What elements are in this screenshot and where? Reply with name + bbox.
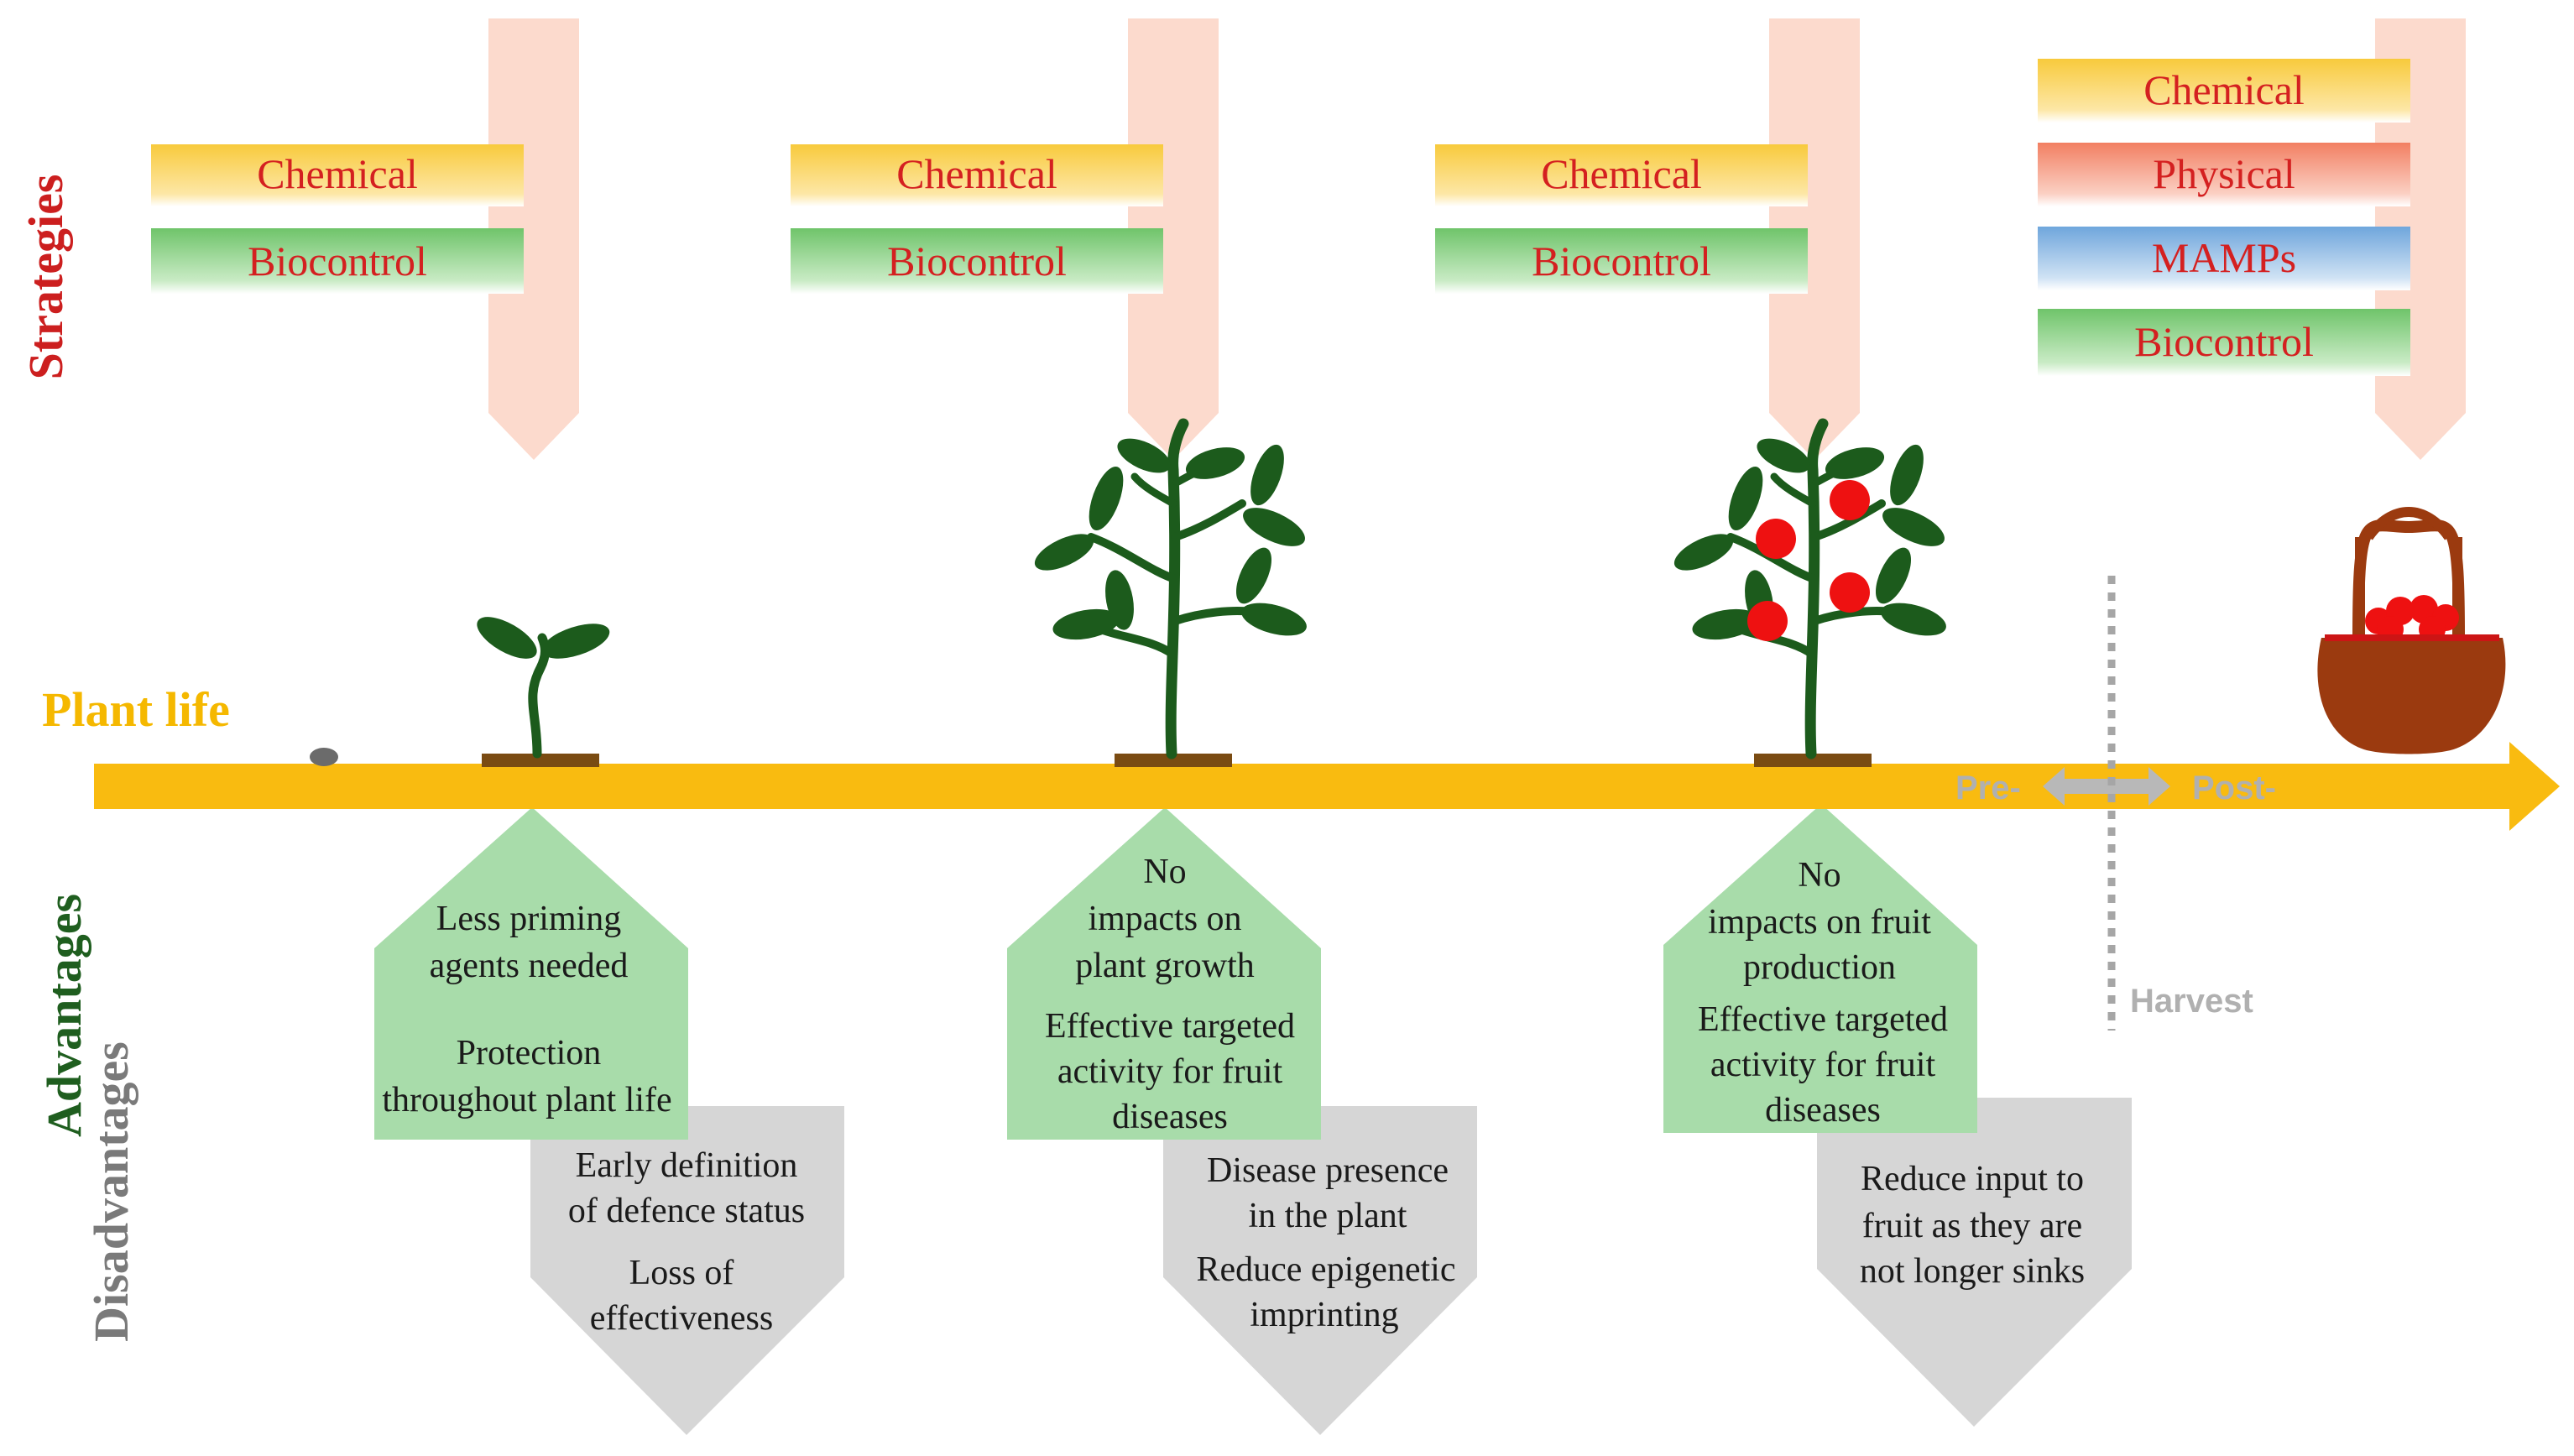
disadvantage-line: fruit as they are xyxy=(1862,1207,2082,1245)
advantage-line: impacts on xyxy=(1088,900,1241,938)
disadvantage-line: Early definition xyxy=(576,1146,798,1185)
double-arrow-icon xyxy=(2043,767,2170,806)
strategy-label: Biocontrol xyxy=(2134,318,2314,365)
strategies-fruiting: Chemical Biocontrol xyxy=(1435,144,1808,294)
advantage-line: Effective targeted xyxy=(1045,1007,1295,1046)
harvest-label: Harvest xyxy=(2130,983,2253,1020)
disadvantages-seedling-text: Early definition of defence status Loss … xyxy=(568,1146,805,1338)
strategy-label: Chemical xyxy=(257,150,418,197)
advantage-line: impacts on fruit xyxy=(1708,903,1931,942)
advantages-title: Advantages xyxy=(37,894,91,1137)
strategy-box-chemical xyxy=(791,144,1163,206)
plant-life-label: Plant life xyxy=(42,682,230,737)
disadvantage-line: Reduce epigenetic xyxy=(1196,1250,1455,1289)
advantage-line: diseases xyxy=(1765,1091,1881,1130)
advantages-vegetative-text: No impacts on plant growth Effective tar… xyxy=(1045,853,1295,1136)
young-plant-icon xyxy=(1034,418,1307,759)
disadvantages-fruiting-text: Reduce input to fruit as they are not lo… xyxy=(1860,1160,2085,1291)
advantage-line: plant growth xyxy=(1075,947,1254,985)
strategy-box-physical xyxy=(2038,143,2410,206)
soil-patch xyxy=(482,754,599,767)
advantage-line: Protection xyxy=(457,1034,602,1072)
advantage-line: agents needed xyxy=(430,947,629,985)
tomato-icon xyxy=(1830,572,1870,613)
soil-patch xyxy=(1754,754,1872,767)
fruiting-plant-icon xyxy=(1673,418,1946,759)
advantage-line: Effective targeted xyxy=(1698,1000,1948,1039)
tomato-icon xyxy=(1747,601,1788,641)
strategy-box-biocontrol xyxy=(151,228,524,294)
advantage-line: throughout plant life xyxy=(382,1081,671,1119)
advantage-line: No xyxy=(1143,853,1186,891)
disadvantages-title: Disadvantages xyxy=(84,1041,138,1342)
strategy-box-chemical xyxy=(2038,59,2410,123)
seed-icon xyxy=(310,748,338,766)
strategy-box-biocontrol xyxy=(791,228,1163,294)
disadvantage-box-fruiting xyxy=(1817,1098,2132,1427)
disadvantage-line: effectiveness xyxy=(590,1299,773,1338)
advantages-seedling-text: Less priming agents needed Protection th… xyxy=(382,900,671,1119)
strategy-box-biocontrol xyxy=(1435,228,1808,294)
pre-label: Pre- xyxy=(1955,770,2021,806)
strategy-box-chemical xyxy=(1435,144,1808,206)
disadvantage-line: of defence status xyxy=(568,1192,805,1230)
seedling-icon xyxy=(477,617,610,759)
strategy-label: Biocontrol xyxy=(248,237,427,284)
strategy-label: Chemical xyxy=(1541,150,1702,197)
strategy-box-biocontrol xyxy=(2038,309,2410,376)
disadvantage-line: Loss of xyxy=(629,1254,734,1292)
strategy-label: Chemical xyxy=(2143,66,2305,113)
tomato-icon xyxy=(1756,519,1796,559)
advantage-box-vegetative xyxy=(1007,807,1321,1140)
advantage-line: activity for fruit xyxy=(1710,1046,1936,1084)
basket-icon xyxy=(2317,507,2506,754)
advantage-line: Less priming xyxy=(436,900,621,938)
advantage-box-fruiting xyxy=(1663,804,1977,1133)
strategy-label: Physical xyxy=(2153,150,2295,197)
advantages-fruiting-text: No impacts on fruit production Effective… xyxy=(1698,856,1948,1130)
soil-patch xyxy=(1115,754,1232,767)
strategy-label: Biocontrol xyxy=(1532,237,1711,284)
strategy-box-mamps xyxy=(2038,227,2410,290)
strategies-seedling: Chemical Biocontrol xyxy=(151,144,524,294)
advantage-line: No xyxy=(1798,856,1840,895)
strategy-label: MAMPs xyxy=(2152,234,2296,281)
disadvantage-box-seedling xyxy=(530,1106,844,1435)
strategy-box-chemical xyxy=(151,144,524,206)
advantage-line: diseases xyxy=(1112,1098,1228,1136)
post-label: Post- xyxy=(2192,770,2276,806)
tomato-icon xyxy=(1830,480,1870,520)
strategy-label: Biocontrol xyxy=(887,237,1067,284)
disadvantage-line: not longer sinks xyxy=(1860,1252,2085,1291)
strategy-label: Chemical xyxy=(896,150,1057,197)
pointer-fruiting xyxy=(1769,18,1860,460)
advantage-box-seedling xyxy=(374,807,688,1140)
disadvantage-line: Reduce input to xyxy=(1861,1160,2084,1198)
disadvantages-vegetative-text: Disease presence in the plant Reduce epi… xyxy=(1196,1151,1455,1334)
pointer-seedling xyxy=(488,18,579,460)
advantage-line: activity for fruit xyxy=(1057,1052,1283,1091)
strategies-title: Strategies xyxy=(18,175,73,380)
strategy-pointers xyxy=(488,18,2466,460)
disadvantage-line: Disease presence xyxy=(1207,1151,1449,1190)
pointer-vegetative xyxy=(1128,18,1219,460)
advantage-line: production xyxy=(1743,948,1896,987)
disadvantage-line: imprinting xyxy=(1250,1296,1398,1334)
strategies-vegetative: Chemical Biocontrol xyxy=(791,144,1163,294)
pre-post-harvest-marker: Pre- Post- Harvest xyxy=(1955,576,2276,1031)
strategies-post-harvest: Chemical Physical MAMPs Biocontrol xyxy=(2038,59,2410,376)
disadvantage-box-vegetative xyxy=(1163,1106,1477,1435)
timeline-arrow xyxy=(94,742,2560,831)
disadvantage-line: in the plant xyxy=(1249,1197,1407,1235)
